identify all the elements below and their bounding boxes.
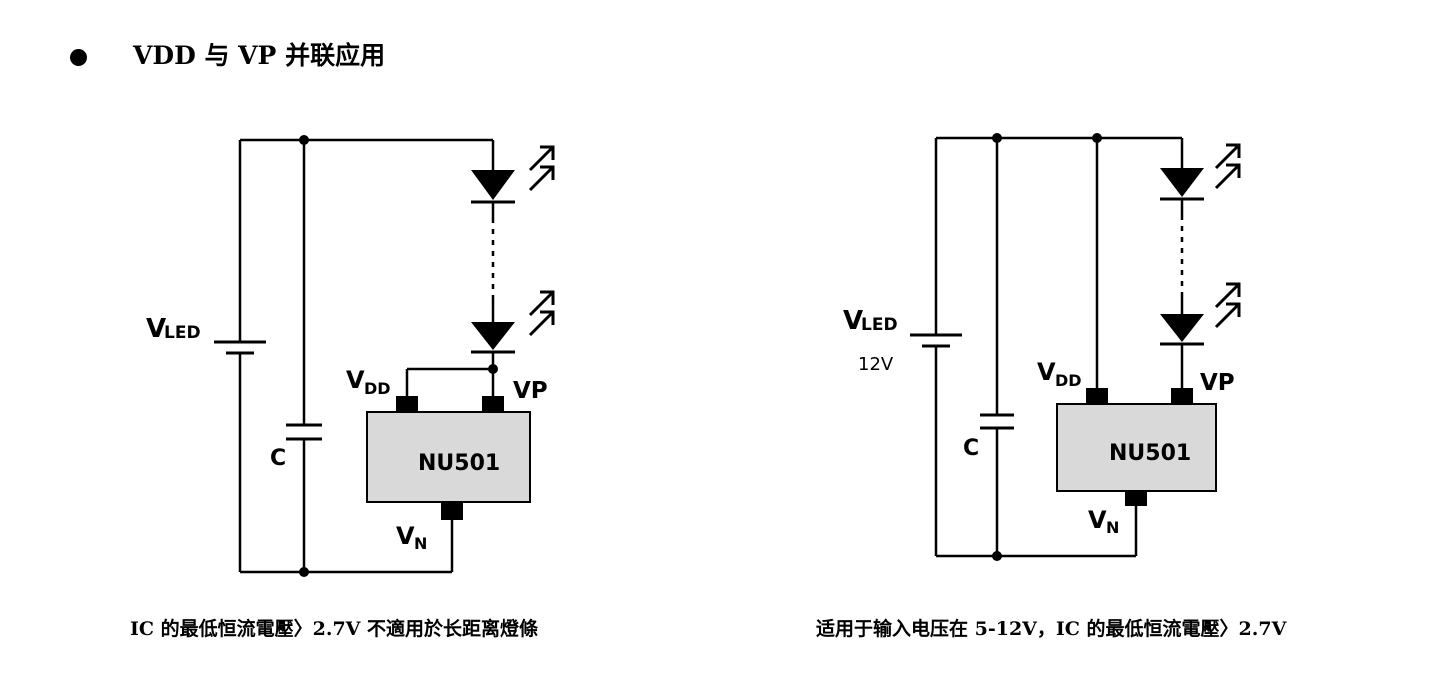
right-circuit-diagram: V LED 12V C V DD VP NU501 V N	[843, 133, 1241, 561]
left-chip-label: NU501	[418, 451, 500, 476]
left-junction-top	[299, 135, 309, 145]
right-caption: 适用于输入电压在 5-12V，IC 的最低恒流電壓〉2.7V	[816, 618, 1287, 640]
left-vn-sub: N	[414, 534, 427, 553]
left-vn-label: V	[396, 522, 415, 550]
right-cap-label: C	[963, 436, 979, 461]
left-vdd-sub: DD	[364, 379, 391, 398]
left-cap-label: C	[270, 446, 286, 471]
right-vled-label: V	[843, 306, 863, 336]
heading-text: VDD 与 VP 并联应用	[133, 41, 386, 70]
left-vdd-label: V	[346, 366, 365, 394]
left-vp-label: VP	[513, 378, 548, 404]
left-led-2-icon	[471, 290, 555, 354]
left-vdd-pin	[396, 396, 418, 412]
right-vled-sub: LED	[861, 315, 898, 335]
right-led-1-icon	[1160, 143, 1241, 201]
right-junction-cap-top	[992, 133, 1002, 143]
left-vled-sub: LED	[164, 323, 201, 343]
right-vp-pin	[1171, 388, 1193, 404]
right-vn-label: V	[1088, 506, 1107, 534]
left-circuit-diagram: V LED C V DD VP NU501 V N	[146, 135, 555, 577]
bullet-icon	[70, 48, 87, 66]
right-chip-label: NU501	[1109, 441, 1191, 466]
left-led-1-icon	[471, 145, 555, 204]
right-chip-body	[1056, 403, 1217, 492]
right-vdd-pin	[1086, 388, 1108, 404]
left-vled-label: V	[146, 314, 166, 344]
left-junction-bottom	[299, 567, 309, 577]
right-vdd-label: V	[1037, 358, 1056, 386]
left-junction-vp	[488, 364, 498, 374]
right-voltage-label: 12V	[858, 354, 894, 375]
right-junction-vdd-top	[1092, 133, 1102, 143]
right-junction-bottom	[992, 551, 1002, 561]
right-vn-sub: N	[1106, 518, 1119, 537]
right-vn-pin	[1125, 491, 1147, 506]
section-heading: VDD 与 VP 并联应用	[70, 34, 385, 74]
left-vp-pin	[482, 396, 504, 412]
right-vp-label: VP	[1200, 370, 1235, 396]
left-vn-pin	[441, 502, 463, 520]
right-vdd-sub: DD	[1055, 371, 1082, 390]
left-caption: IC 的最低恒流電壓〉2.7V 不適用於长距离燈條	[130, 618, 539, 640]
right-led-2-icon	[1160, 282, 1241, 346]
